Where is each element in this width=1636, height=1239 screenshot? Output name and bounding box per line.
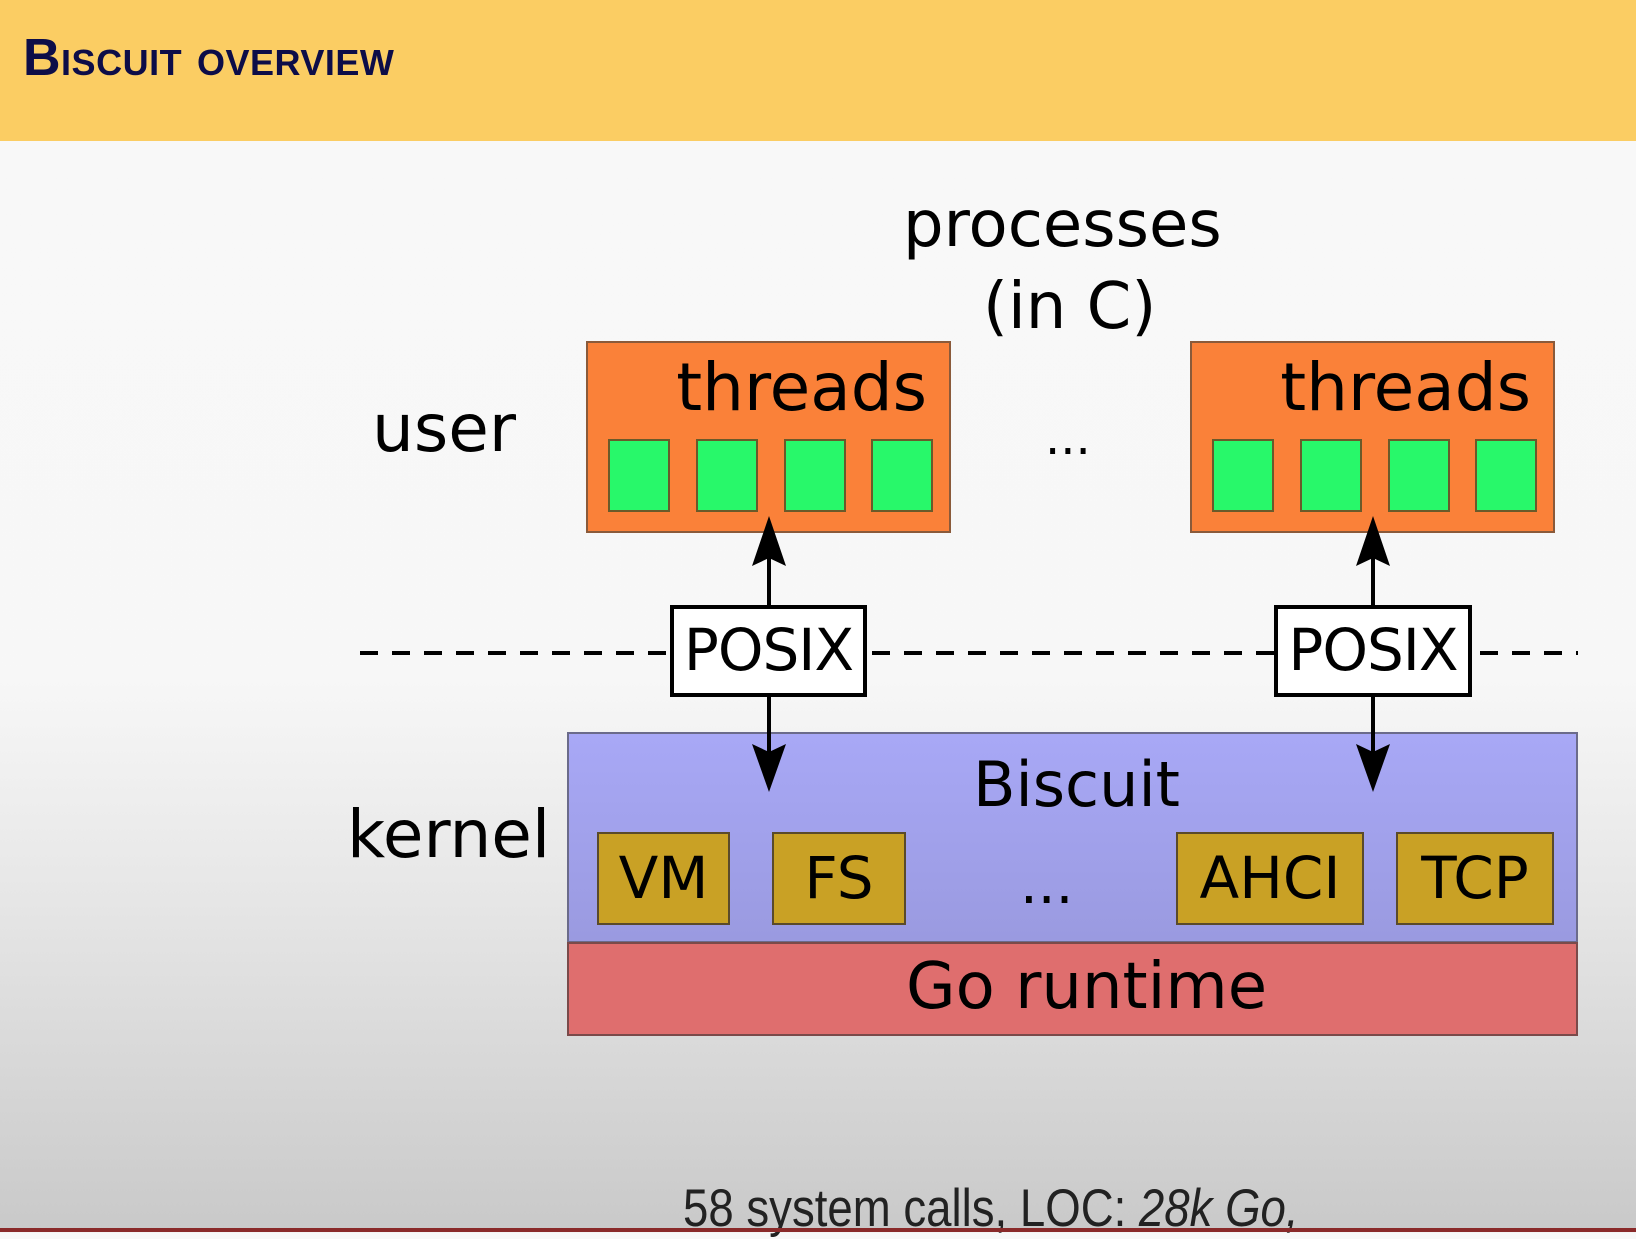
arrow-down-icon [752, 744, 786, 792]
thread [608, 439, 670, 512]
module-fs: FS [772, 832, 906, 925]
posix-interface-box: POSIX [1274, 605, 1472, 697]
thread [871, 439, 933, 512]
slide-header: Biscuit overview [0, 0, 1636, 141]
arrow-up-icon [1356, 516, 1390, 566]
go-runtime-label: Go runtime [906, 950, 1268, 1024]
modules-ellipsis: ... [1020, 852, 1074, 917]
thread [1212, 439, 1274, 512]
processes-ellipsis: ... [1045, 410, 1091, 466]
module-ahci: AHCI [1176, 832, 1364, 925]
user-label: user [372, 390, 516, 467]
process-box: threads [1190, 341, 1555, 533]
go-runtime-layer [567, 942, 1578, 1036]
arrow-up-icon [752, 516, 786, 566]
thread [1388, 439, 1450, 512]
slide-title-first: Biscuit [23, 29, 183, 87]
threads-label: threads [1280, 349, 1531, 426]
arrow-down-icon [1356, 744, 1390, 792]
slide-title-rest: overview [182, 29, 395, 87]
slide-title: Biscuit overview [23, 28, 394, 88]
process-box: threads [586, 341, 951, 533]
kernel-label: kernel [347, 796, 551, 873]
threads-label: threads [676, 349, 927, 426]
processes-sublabel: (in C) [983, 270, 1157, 344]
module-vm: VM [597, 832, 730, 925]
biscuit-label: Biscuit [973, 748, 1180, 821]
thread [784, 439, 846, 512]
thread [696, 439, 758, 512]
processes-label: processes [903, 188, 1222, 262]
thread [1475, 439, 1537, 512]
posix-interface-box: POSIX [670, 605, 867, 697]
module-tcp: TCP [1396, 832, 1554, 925]
thread [1300, 439, 1362, 512]
bottom-divider [0, 1228, 1636, 1232]
